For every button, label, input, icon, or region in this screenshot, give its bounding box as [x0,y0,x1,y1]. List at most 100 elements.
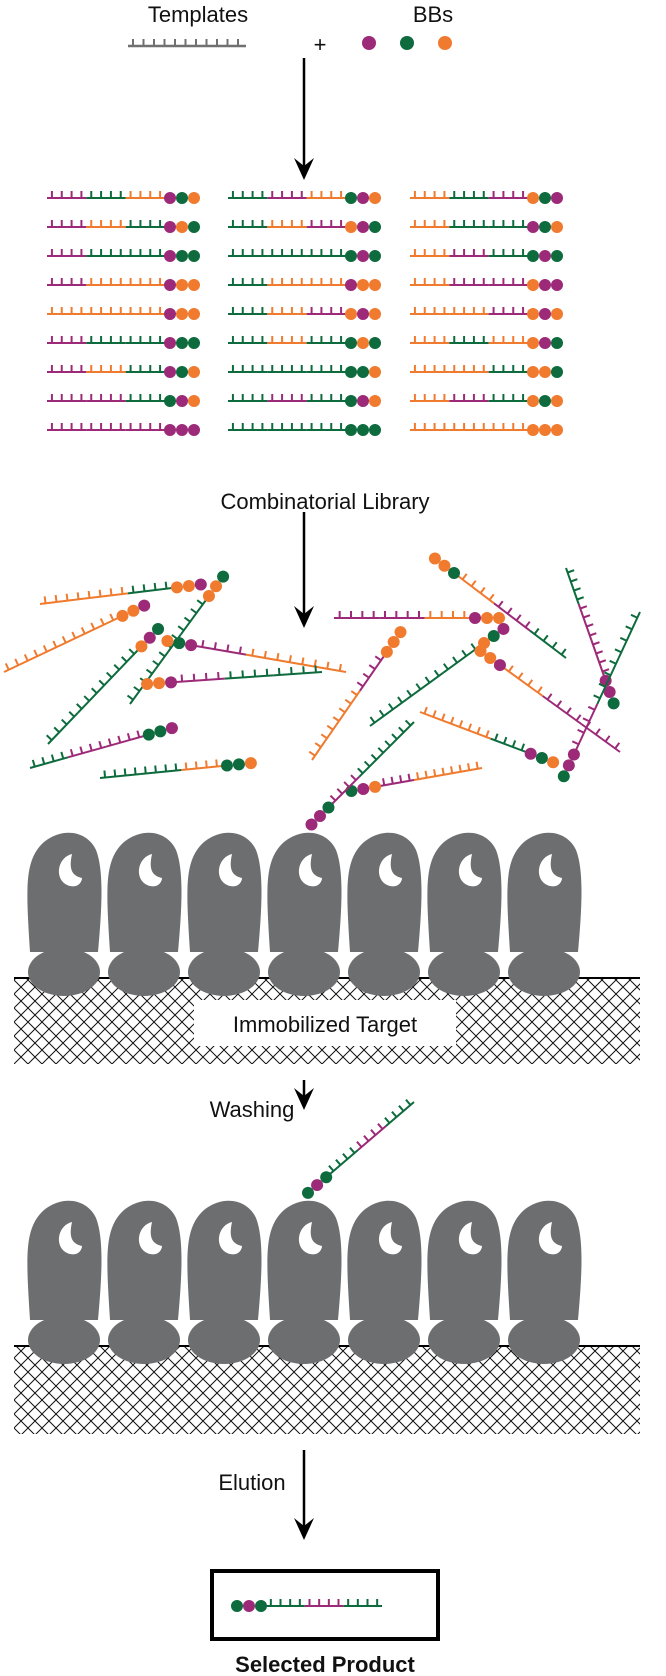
library-strand [410,336,563,349]
protein-binding-pocket [218,854,242,887]
template-tick [41,756,46,765]
protein-body [187,1200,262,1320]
template-tick [598,682,606,688]
protein-binding-pocket [458,1222,482,1255]
template-segment [617,611,641,659]
building-block-bead-icon [551,337,563,349]
template-tick [415,683,422,690]
template-segment [29,756,69,769]
template-tick [404,719,412,727]
library-strand [228,278,381,291]
template-tick [390,776,394,784]
protein-base [268,948,340,996]
library-strand [39,578,207,605]
library-strand [428,552,567,659]
template-tick [551,641,558,649]
template-tick [153,582,157,591]
building-block-bead-icon [164,308,176,320]
building-block-bead-icon [551,308,563,320]
template-tick [184,762,188,770]
protein-binding-pocket [458,854,482,887]
template-tick [54,594,58,603]
building-block-bead-icon [539,192,551,204]
template-tick [288,655,292,663]
library-strand [47,336,200,349]
library-strand [47,278,200,291]
template-segment [83,592,129,600]
protein-binding-pocket [298,854,322,887]
building-block-bead-icon [369,337,381,349]
template-tick [625,625,633,631]
template-tick [502,736,508,745]
template-tick [368,664,376,670]
template-tick [441,713,446,721]
building-block-bead-icon [539,395,551,407]
template-tick [449,716,455,725]
template-segment [542,695,582,725]
protein-body [107,832,182,952]
template-tick [384,740,391,747]
building-block-bead-icon [165,676,178,689]
template-tick [343,781,350,788]
template-tick [98,740,103,749]
template-tick [573,587,581,592]
template-tick [133,686,141,692]
protein-base [508,948,580,996]
protein-body [507,1200,582,1320]
template-tick [370,1129,377,1136]
template-tick [142,584,146,592]
building-block-icons [362,36,452,50]
building-block-bead-icon [357,221,369,233]
building-block-bead-icon [539,279,551,291]
template-tick [579,605,588,610]
template-segment [447,767,483,775]
protein-target-icon [27,832,102,996]
building-block-bead-icon [185,639,198,652]
template-tick [99,617,105,626]
template-tick [407,773,411,781]
template-segment [503,667,544,697]
template-tick [109,613,115,621]
building-block-bead-icon [232,758,245,771]
protein-target-icon [187,1200,262,1364]
template-tick [527,679,534,687]
template-tick [517,672,524,680]
template-tick [106,671,113,679]
building-block-bead-icon [127,604,140,617]
template-tick [344,698,352,705]
template-segment [311,724,337,761]
template-segment [419,711,456,727]
template-tick [452,656,458,664]
template-tick [398,1105,405,1112]
template-tick [520,743,525,751]
building-block-bead-icon [164,250,176,262]
template-tick [592,641,600,646]
building-block-bead-icon [322,801,335,814]
process-arrow-icon [294,158,314,180]
template-segment [575,703,599,751]
building-block-bead-icon [188,221,200,233]
building-block-bead-icon [217,570,230,583]
template-segment [67,745,107,759]
template-tick [350,690,358,696]
template-tick [602,668,610,673]
template-tick [423,706,428,715]
building-block-bead-icon [210,580,223,593]
library-strand [345,761,483,798]
template-segment [41,635,81,655]
template-tick [424,676,431,684]
template-tick [23,653,29,662]
template-segment [335,690,361,726]
building-block-bead-icon [603,686,616,699]
template-tick [338,707,346,714]
protein-base [108,948,180,996]
template-tick [154,765,157,773]
template-tick [542,634,549,642]
template-tick [357,767,364,774]
bbs-label: BBs [413,2,453,27]
protein-target-icon [107,1200,182,1364]
template-tick [98,589,102,597]
library-strand [3,599,151,673]
template-tick [476,726,481,735]
building-block-bead-icon [380,645,393,658]
